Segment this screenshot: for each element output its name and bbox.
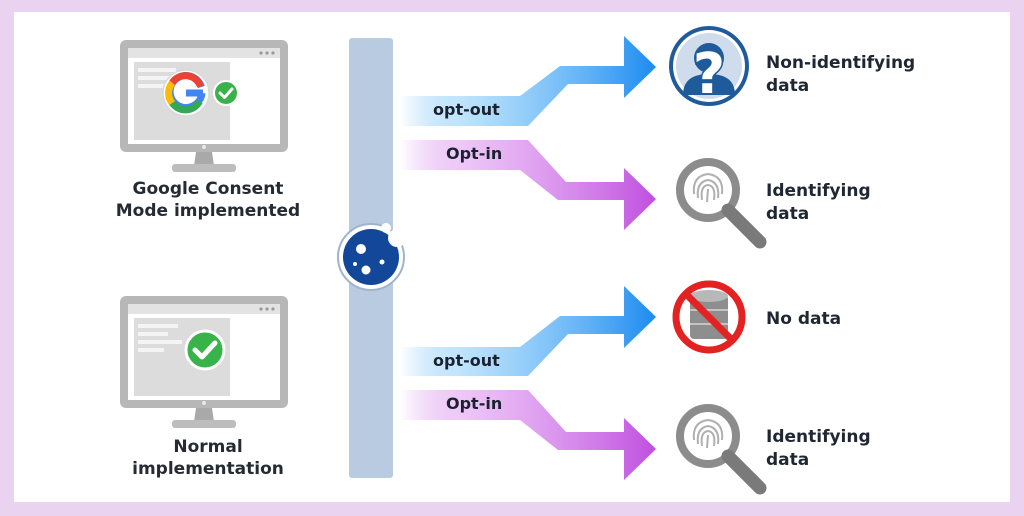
- caption-line: Google Consent: [132, 179, 284, 199]
- google-opt-in-arrow: [400, 140, 656, 230]
- svg-text:?: ?: [693, 42, 725, 107]
- outcome-label-identifying: Identifying data: [766, 180, 871, 226]
- monitor-normal-icon: [120, 296, 288, 428]
- cookie-icon: [337, 223, 406, 291]
- normal-opt-in-label: Opt-in: [446, 394, 503, 413]
- outcome-label-no-data: No data: [766, 308, 841, 331]
- outcome-label-identifying-normal: Identifying data: [766, 426, 871, 472]
- normal-opt-out-arrow: [400, 286, 656, 376]
- caption-line: Mode implemented: [115, 201, 301, 221]
- outcome-line: No data: [766, 309, 842, 329]
- google-opt-out-label: opt-out: [433, 100, 500, 119]
- fingerprint-magnifier-icon: [676, 404, 767, 495]
- normal-opt-in-arrow: [400, 390, 656, 480]
- google-opt-in-label: Opt-in: [446, 144, 503, 163]
- caption-line: Normal: [173, 437, 243, 457]
- outcome-line: Non-identifying: [766, 53, 916, 73]
- source-caption-google: Google Consent Mode implemented: [108, 178, 308, 222]
- source-caption-normal: Normal implementation: [108, 436, 308, 480]
- caption-line: implementation: [132, 459, 284, 479]
- outcome-line: data: [766, 450, 810, 470]
- outcome-line: Identifying: [766, 181, 871, 201]
- anonymous-user-icon: ?: [669, 26, 749, 109]
- monitor-google-icon: [120, 40, 288, 172]
- fingerprint-magnifier-icon: [676, 158, 767, 249]
- outcome-line: Identifying: [766, 427, 871, 447]
- no-database-icon: [672, 280, 746, 354]
- outcome-line: data: [766, 204, 810, 224]
- outcome-label-non-identifying: Non-identifying data: [766, 52, 915, 98]
- google-opt-out-arrow: [400, 36, 656, 126]
- outcome-line: data: [766, 76, 810, 96]
- normal-opt-out-label: opt-out: [433, 351, 500, 370]
